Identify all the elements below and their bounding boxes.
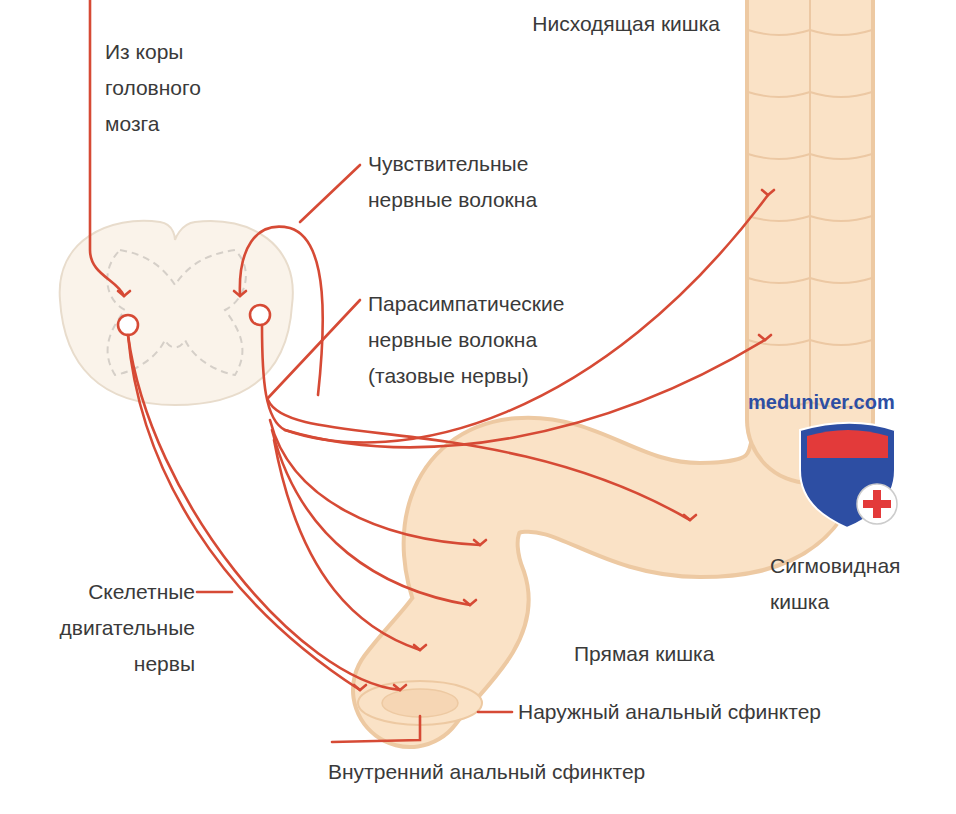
- watermark: meduniver.com: [748, 384, 948, 420]
- nerve-ending: [394, 685, 406, 690]
- nerve-ending: [354, 685, 366, 690]
- nerve-ending: [762, 190, 774, 195]
- part-label: Наружный анальный сфинктер: [518, 694, 938, 730]
- part-label: Сигмовидная кишка: [770, 548, 950, 620]
- logo-shield: [800, 423, 897, 529]
- part-label: Нисходящая кишка: [520, 6, 720, 42]
- part-label: Из коры головного мозга: [105, 34, 245, 142]
- haustra-fold: [748, 278, 872, 283]
- part-label: Скелетные двигательные нервы: [10, 574, 195, 682]
- part-label: Прямая кишка: [574, 636, 794, 672]
- haustra-fold: [748, 216, 872, 221]
- part-label: Парасимпатические нервные волокна (тазов…: [368, 286, 598, 394]
- nerve-ending: [118, 291, 130, 296]
- part-label: Внутренний анальный сфинктер: [328, 754, 788, 790]
- haustra-fold: [748, 340, 872, 345]
- nerve-ending: [474, 540, 486, 545]
- spinal-cord: [60, 221, 293, 405]
- nerve-ending: [684, 515, 696, 520]
- nerve-ending: [759, 335, 771, 340]
- haustra-fold: [748, 92, 872, 97]
- nerve-ending: [414, 645, 426, 650]
- nerve-ending: [234, 291, 246, 296]
- haustra-fold: [748, 154, 872, 159]
- part-label: Чувствительные нервные волокна: [368, 146, 598, 218]
- haustra-fold: [748, 30, 872, 35]
- colon: [358, 0, 872, 725]
- nerve-ending: [464, 600, 476, 605]
